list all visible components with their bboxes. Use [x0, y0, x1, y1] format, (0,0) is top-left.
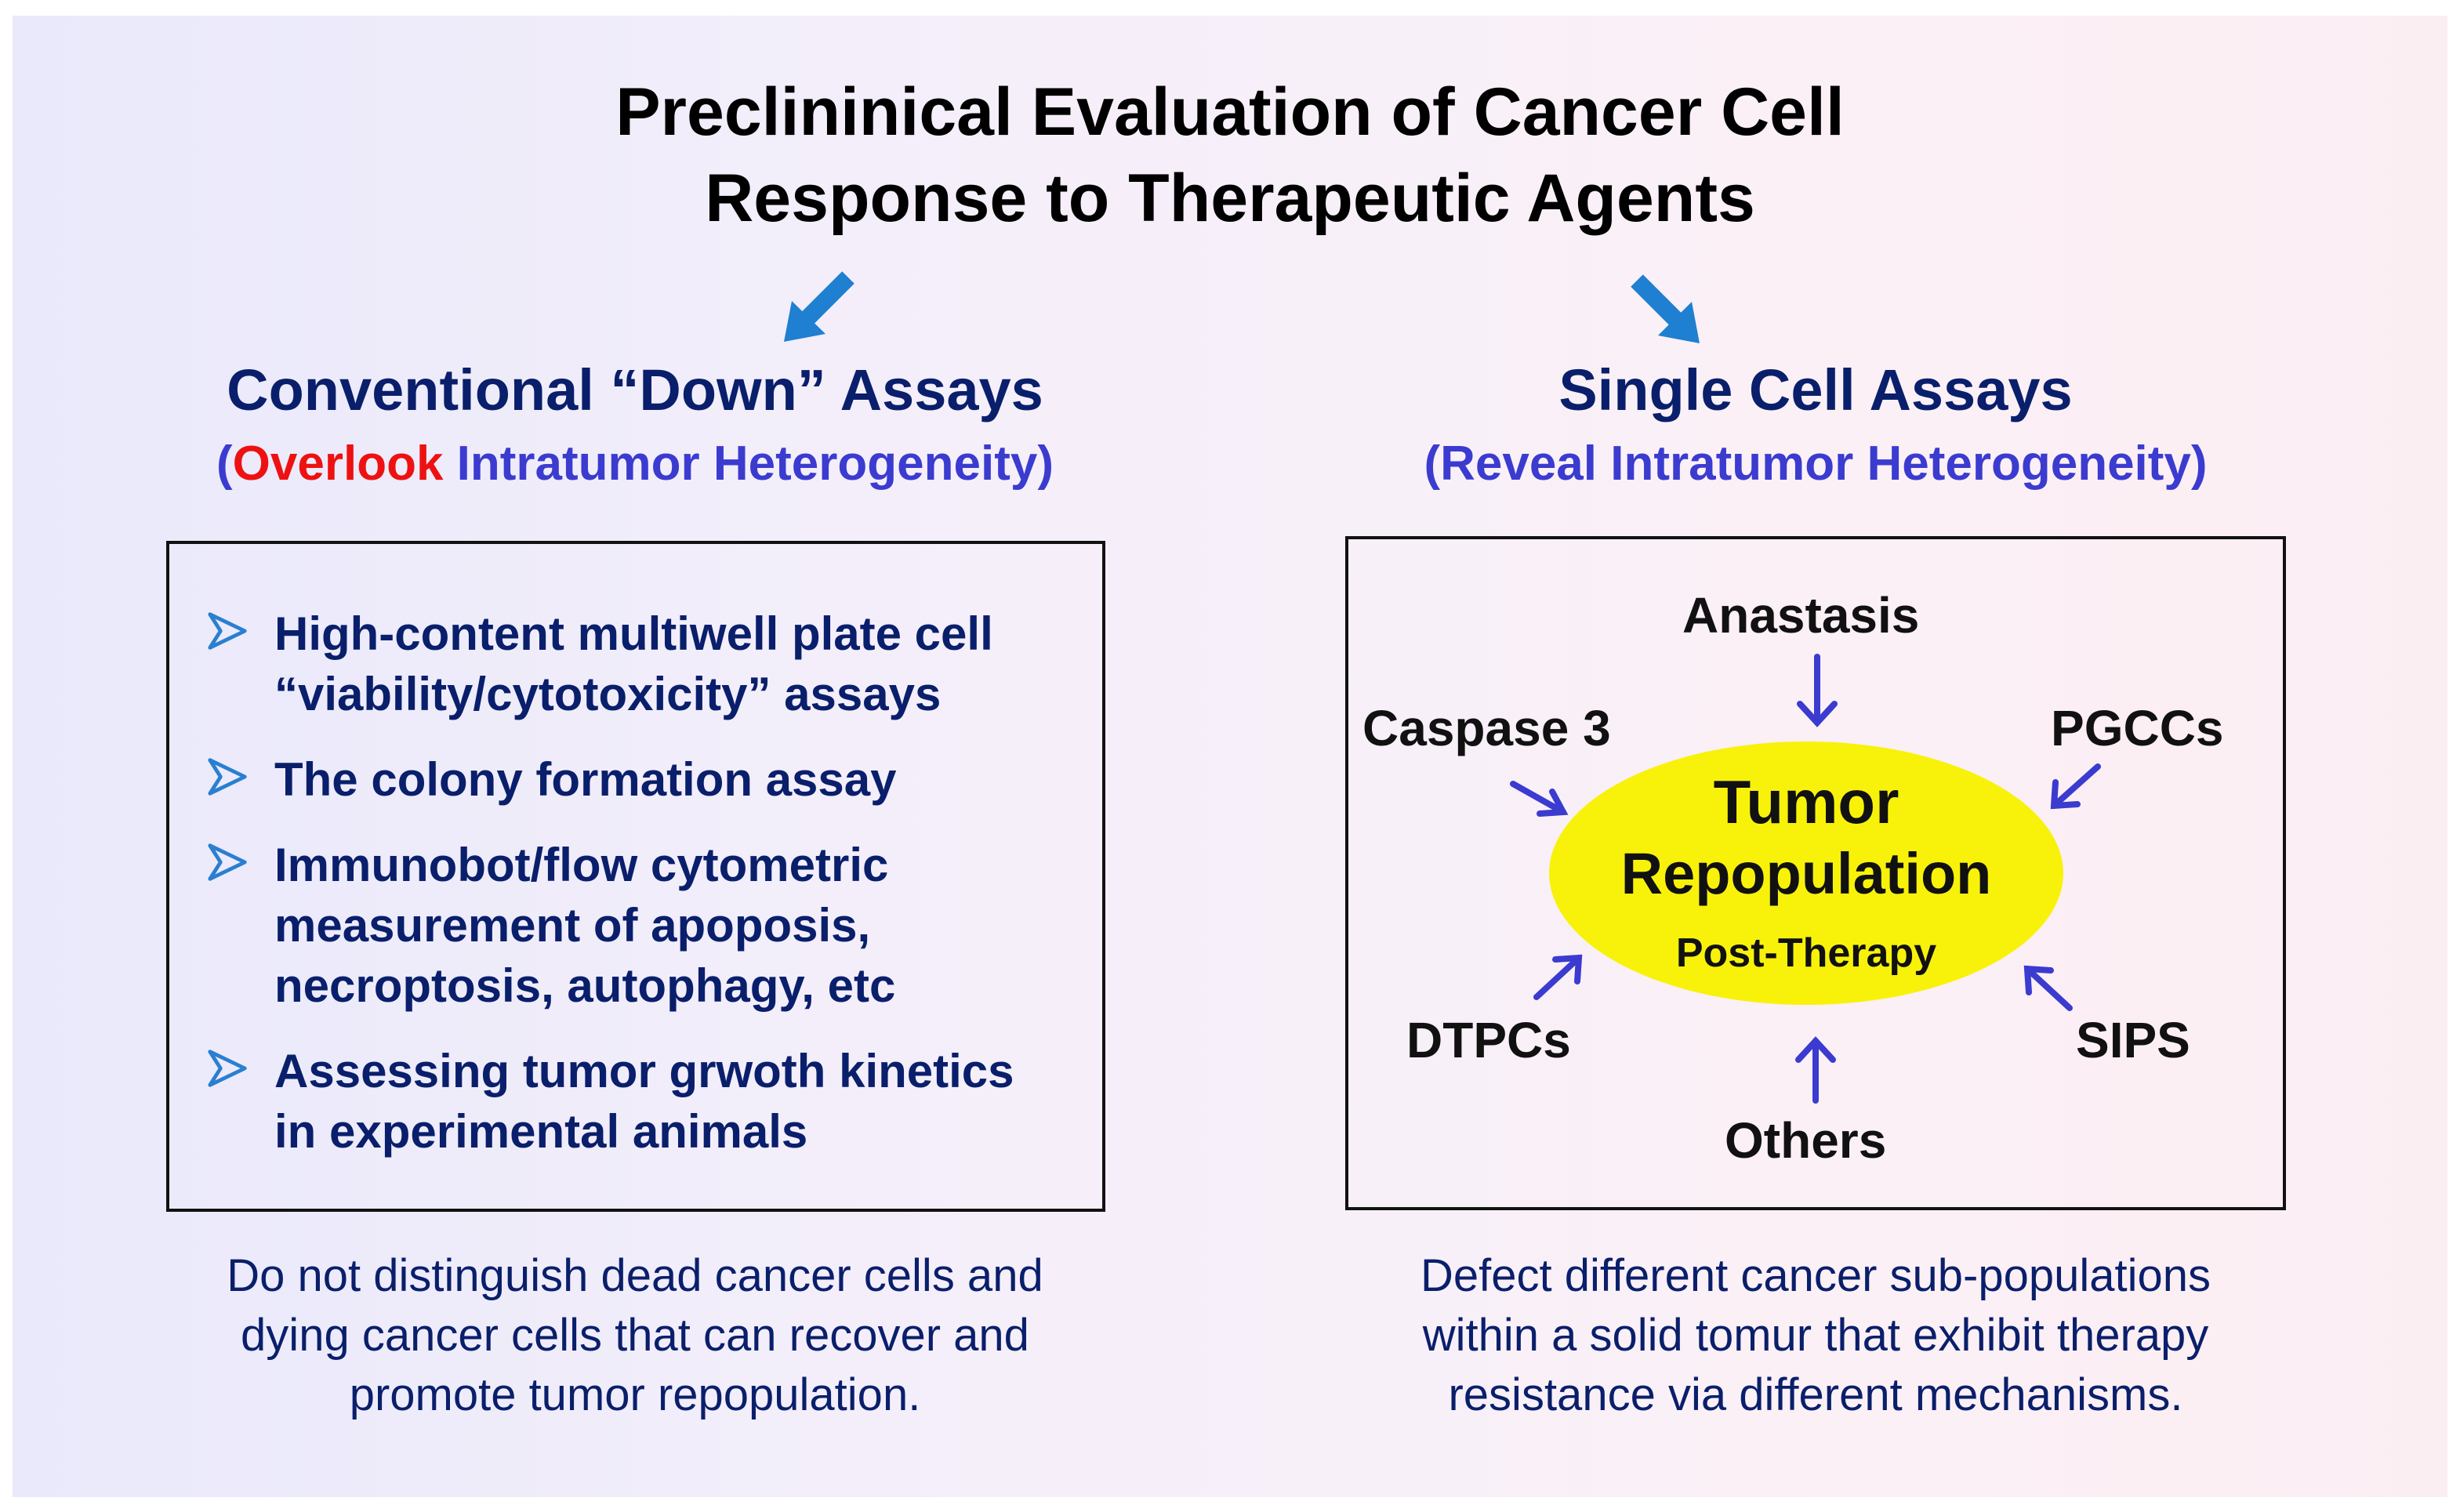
label-caspase-3: Caspase 3: [1362, 700, 1611, 756]
list-item-line: The colony formation assay: [274, 753, 897, 806]
left-caption-line: Do not distinguish dead cancer cells and: [227, 1250, 1043, 1301]
sips-arrow: [2023, 965, 2073, 1011]
caspase3-arrow: [1510, 781, 1569, 817]
ellipse-title-line-1: Tumor: [1713, 767, 1899, 836]
label-sips: SIPS: [2076, 1012, 2190, 1068]
left-caption-line: dying cancer cells that can recover and: [241, 1310, 1029, 1361]
ellipse-title-line-2: Repopulation: [1620, 841, 1992, 906]
label-anastasis: Anastasis: [1682, 587, 1920, 644]
list-item: Assessing tumor grwoth kinetics in exper…: [205, 1041, 1099, 1162]
left-assay-box: [166, 541, 1105, 1212]
left-subheading-open: (: [216, 437, 233, 491]
list-item-line: necroptosis, autophagy, etc: [274, 959, 896, 1012]
left-subheading-rest: Intratumor Heterogeneity): [443, 437, 1054, 491]
list-item-line: measurement of apoposis,: [274, 899, 871, 952]
list-item: The colony formation assay: [205, 749, 1099, 810]
right-caption-line: within a solid tomur that exhibit therap…: [1422, 1310, 2209, 1361]
list-item: High-content multiwell plate cell “viabi…: [205, 604, 1099, 724]
list-item-line: Immunobot/flow cytometric: [274, 839, 889, 891]
overlook-highlight: Overlook: [232, 437, 444, 491]
list-item-line: “viability/cytotoxicity” assays: [274, 668, 942, 720]
page-title: Preclininical Evaluation of Cancer Cell …: [314, 69, 2146, 241]
dtpcs-arrow: [1533, 954, 1583, 1000]
label-others: Others: [1725, 1112, 1887, 1169]
right-caption-line: Defect different cancer sub-populations: [1420, 1250, 2211, 1301]
right-caption-line: resistance via different mechanisms.: [1448, 1369, 2183, 1420]
assay-list: High-content multiwell plate cell “viabi…: [205, 604, 1099, 1187]
list-item-line: High-content multiwell plate cell: [274, 607, 993, 660]
left-heading: Conventional “Down” Assays: [227, 357, 1043, 422]
arrow-bullet-icon: [208, 758, 247, 796]
left-branch-arrow: [784, 271, 854, 342]
arrow-bullet-icon: [208, 1050, 247, 1087]
tumor-repopulation-ellipse: [1549, 741, 2063, 1005]
label-pgccs: PGCCs: [2051, 700, 2224, 756]
list-item: Immunobot/flow cytometric measurement of…: [205, 835, 1099, 1016]
anastasis-arrow: [1797, 654, 1838, 727]
ellipse-subtitle: Post-Therapy: [1675, 930, 1937, 976]
list-item-line: in experimental animals: [274, 1105, 808, 1158]
left-caption-line: promote tumor repopulation.: [349, 1369, 921, 1420]
title-line-2: Response to Therapeutic Agents: [705, 161, 1755, 236]
arrow-bullet-icon: [208, 612, 247, 650]
label-dtpcs: DTPCs: [1406, 1012, 1571, 1068]
right-subheading: (Reveal Intratumor Heterogeneity): [1424, 437, 2208, 491]
left-subheading: (Overlook Intratumor Heterogeneity): [125, 436, 1145, 491]
left-caption: Do not distinguish dead cancer cells and…: [125, 1246, 1145, 1425]
right-branch-arrow: [1631, 274, 1700, 343]
list-item-line: Assessing tumor grwoth kinetics: [274, 1045, 1014, 1097]
right-assay-box: [1345, 536, 2286, 1210]
right-caption: Defect different cancer sub-populations …: [1306, 1246, 2325, 1425]
pgccs-arrow: [2050, 763, 2101, 810]
others-arrow: [1795, 1036, 1836, 1104]
right-heading: Single Cell Assays: [1558, 357, 2073, 422]
title-line-1: Preclininical Evaluation of Cancer Cell: [615, 74, 1845, 150]
slide-background: [13, 16, 2447, 1497]
arrow-bullet-icon: [208, 843, 247, 881]
